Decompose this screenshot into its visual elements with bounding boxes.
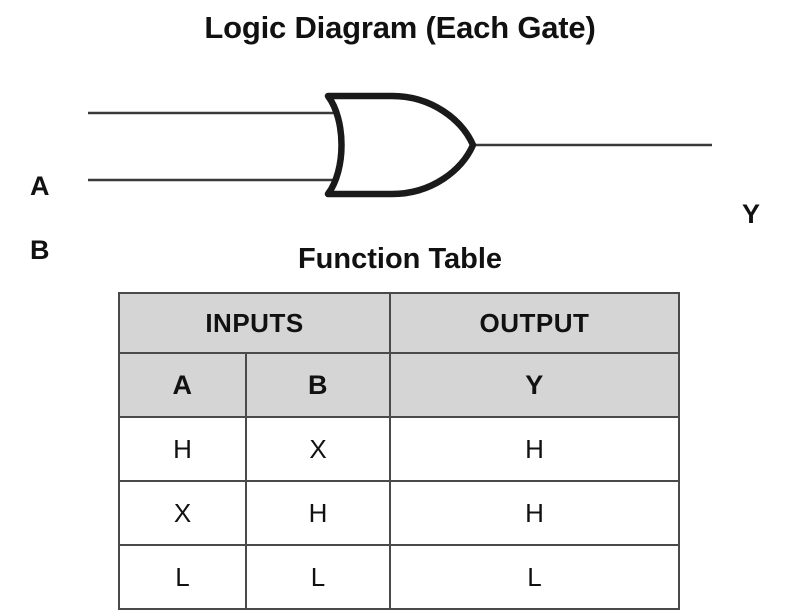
table-row: L L L [118, 544, 680, 610]
cell-a: L [118, 544, 247, 610]
input-b-label: B [30, 235, 50, 265]
function-table-title: Function Table [297, 243, 503, 275]
or-gate-icon [88, 92, 712, 198]
input-a-label: A [30, 171, 50, 201]
group-header-inputs: INPUTS [118, 292, 391, 354]
table-group-header-row: INPUTS OUTPUT [118, 292, 680, 354]
cell-b: H [245, 480, 391, 546]
column-header-y: Y [389, 352, 680, 418]
logic-diagram: A B Y [0, 70, 800, 264]
cell-b: L [245, 544, 391, 610]
group-header-output: OUTPUT [389, 292, 680, 354]
cell-y: L [389, 544, 680, 610]
column-header-a: A [118, 352, 247, 418]
column-header-b: B [245, 352, 391, 418]
cell-a: H [118, 416, 247, 482]
cell-y: H [389, 480, 680, 546]
table-column-header-row: A B Y [118, 352, 680, 418]
output-y-label: Y [742, 199, 761, 229]
cell-a: X [118, 480, 247, 546]
table-row: X H H [118, 480, 680, 546]
cell-b: X [245, 416, 391, 482]
or-gate-body [324, 92, 477, 198]
cell-y: H [389, 416, 680, 482]
table-row: H X H [118, 416, 680, 482]
function-table: INPUTS OUTPUT A B Y H X H X H H L L L [118, 292, 680, 610]
page-title: Logic Diagram (Each Gate) [204, 10, 596, 45]
